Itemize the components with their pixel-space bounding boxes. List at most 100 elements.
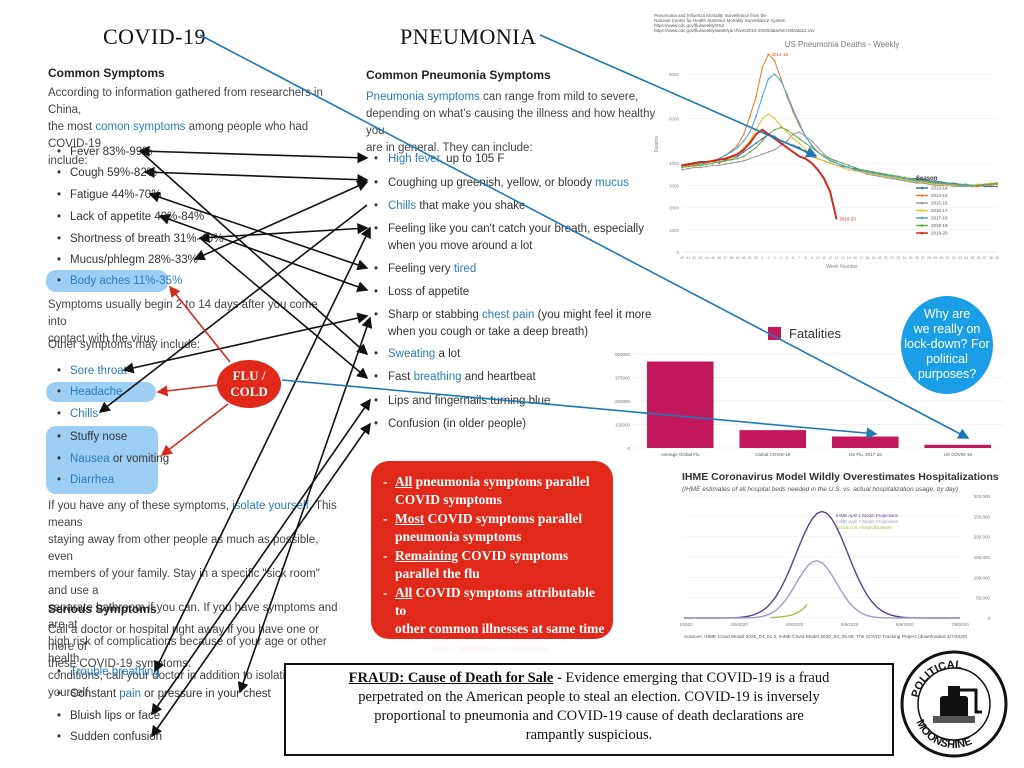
series-point (761, 137, 764, 140)
series-point (742, 139, 745, 142)
tired-link[interactable]: tired (453, 263, 477, 275)
ihme-curve-april-1 (684, 510, 960, 619)
legend-label: 2015-16 (931, 201, 948, 206)
series-point (798, 142, 801, 145)
series-point (742, 159, 745, 162)
other-symptoms-heading: Other symptoms may include: (48, 339, 201, 351)
pneumonia-intro-line: Pneumonia symptoms can range from mild t… (366, 89, 656, 106)
x-tick-label: 18 (865, 256, 869, 260)
legend-label: 2014-15 (931, 193, 948, 198)
series-point (687, 167, 690, 170)
series-point (761, 95, 764, 98)
nausea-link[interactable]: Nausea (70, 453, 110, 465)
series-point (705, 163, 708, 166)
x-category-label: Global COVID-19 (755, 452, 791, 457)
fraud-line: FRAUD: Cause of Death for Sale - Evidenc… (294, 669, 884, 688)
y-tick-label: 200,000 (974, 535, 991, 540)
series-point (810, 155, 813, 158)
item-text: that make you shake (416, 200, 526, 212)
summary-keyword: Most (395, 511, 425, 526)
x-tick-label: 39 (995, 256, 999, 260)
y-tick-label: 0 (627, 446, 630, 451)
chills-link[interactable]: Chills (388, 200, 417, 212)
series-point (724, 154, 727, 157)
series-point (767, 151, 770, 153)
breathing-link[interactable]: breathing (413, 371, 462, 383)
series-point (755, 115, 758, 118)
y-tick-label: 0 (987, 616, 990, 621)
series-point (681, 164, 683, 167)
sweating-link[interactable]: Sweating (388, 348, 436, 360)
x-tick-label: 38 (989, 256, 993, 260)
x-tick-label: 7/9/2020 (951, 622, 969, 627)
series-point (786, 93, 788, 96)
pain-link[interactable]: pain (119, 688, 141, 700)
series-point (854, 166, 856, 169)
chart-header-line: National Center for Health Statistics Mo… (654, 18, 786, 23)
pneumonia-item-fever: High fever, up to 105 F (366, 151, 656, 168)
series-point (687, 165, 690, 168)
series-point (823, 159, 825, 162)
y-tick-label: 6000 (669, 117, 680, 122)
x-tick-label: 22 (890, 256, 894, 260)
x-tick-label: 7 (798, 256, 800, 260)
advice-line: staying away from other people as much a… (48, 534, 319, 563)
other-diarrhea[interactable]: Diarrhea (48, 470, 114, 492)
series-point (773, 59, 776, 62)
series-point (829, 162, 832, 165)
isolate-yourself-link[interactable]: isolate yourself (232, 500, 309, 512)
pneumonia-symptoms-link[interactable]: Pneumonia symptoms (366, 91, 480, 103)
pneumonia-item-appetite: Loss of appetite (366, 284, 656, 301)
comon-symptoms-link[interactable]: comon symptoms (95, 121, 186, 133)
series-point (989, 183, 992, 186)
item-text: Sharp or stabbing (388, 309, 482, 321)
ihme-title: IHME Coronavirus Model Wildly Overestima… (682, 471, 999, 483)
high-fever-link[interactable]: High fever (388, 153, 440, 165)
fatalities-bar (739, 430, 807, 448)
series-point (786, 131, 788, 133)
x-tick-label: 6/9/2020 (896, 622, 914, 627)
ihme-source: Sources: IHME Covid Model 2020_04_01.2, … (684, 634, 967, 640)
series-point (681, 168, 683, 171)
item-text: Feeling very (388, 263, 454, 275)
y-tick-label: 500000 (615, 352, 631, 357)
chest-pain-link[interactable]: chest pain (481, 309, 535, 321)
series-point (909, 177, 912, 180)
series-point (773, 128, 776, 131)
serious-symptoms-heading: Serious Symptoms (48, 602, 157, 616)
symptom-fever: Fever 83%-99% (48, 142, 152, 164)
x-tick-label: 21 (884, 256, 888, 260)
series-point (681, 166, 683, 169)
x-tick-label: 10 (816, 256, 820, 260)
legend-marker (920, 231, 924, 235)
x-tick-label: 25 (909, 256, 913, 260)
series-point (798, 155, 801, 158)
symptom-cough: Cough 59%-82% (48, 163, 157, 185)
other-sore-throat[interactable]: Sore throat (48, 361, 127, 383)
x-tick-label: 2 (767, 256, 769, 260)
series-point (829, 159, 832, 162)
y-tick-label: 100,000 (974, 575, 991, 580)
series-point (736, 157, 739, 160)
y-tick-label: 0 (676, 250, 679, 255)
series-point (749, 142, 751, 145)
why-line: political (926, 352, 968, 366)
x-tick-label: 15 (847, 256, 851, 260)
arrow-breath (198, 222, 369, 244)
serious-trouble-breathing[interactable]: Trouble breathing (48, 662, 160, 684)
other-headache[interactable]: Headache (48, 382, 122, 404)
fraud-statement-box: FRAUD: Cause of Death for Sale - Evidenc… (284, 663, 894, 756)
ihme-legend-0: IHME April 1 Model Projections (836, 513, 899, 518)
annotation-2014-15: 2014-15 (771, 52, 788, 57)
other-chills[interactable]: Chills (48, 404, 98, 426)
y-tick-label: 375000 (615, 376, 631, 381)
series-point (724, 157, 727, 160)
political-moonshine-logo: POLITICAL MOONSHINE (900, 650, 1008, 758)
series-point (903, 176, 906, 179)
pneumonia-title: PNEUMONIA (400, 24, 537, 49)
fraud-title: FRAUD: Cause of Death for Sale (348, 670, 554, 686)
series-point (835, 162, 838, 165)
serious-line: Call a doctor or hospital right away if … (48, 624, 320, 653)
mucus-link[interactable]: mucus (595, 177, 630, 189)
